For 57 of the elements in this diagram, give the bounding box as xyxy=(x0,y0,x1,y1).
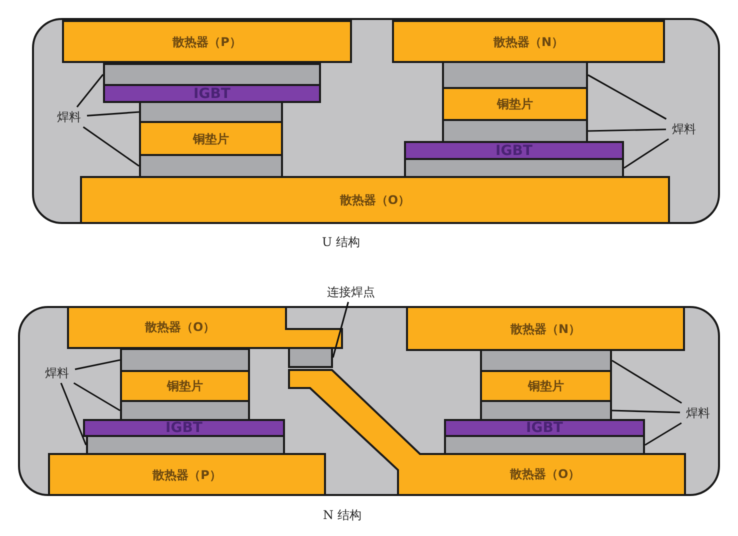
solder-layer xyxy=(139,154,283,178)
solder-layer xyxy=(442,61,588,89)
copper-spacer xyxy=(442,87,588,121)
leader-line xyxy=(73,382,120,412)
heatsink-plate xyxy=(67,306,343,349)
solder-layer xyxy=(444,435,645,455)
module-housing xyxy=(18,306,720,496)
copper-spacer xyxy=(120,370,250,402)
callout-label: 焊料 xyxy=(681,404,715,422)
leader-line xyxy=(60,382,87,446)
callout-label: 焊料 xyxy=(40,364,74,382)
solder-layer xyxy=(120,400,250,421)
leader-line xyxy=(588,128,666,132)
leader-line xyxy=(644,422,682,446)
spacer-label: 铜垫片 xyxy=(528,380,564,392)
leader-line xyxy=(86,111,140,117)
module-housing xyxy=(32,18,720,224)
copper-spacer xyxy=(480,370,612,402)
callout-label: 连接焊点 xyxy=(321,283,381,301)
heatsink-plate xyxy=(288,369,686,496)
heatsink-label: 散热器（N） xyxy=(510,322,581,334)
igbt-chip xyxy=(103,84,321,103)
leader-line xyxy=(74,359,120,370)
solder-layer xyxy=(139,101,283,123)
leader-line xyxy=(82,126,140,167)
leader-line xyxy=(624,138,670,169)
spacer-label: 铜垫片 xyxy=(497,98,533,110)
heatsink-plate xyxy=(80,176,670,224)
heatsink-plate xyxy=(62,20,352,63)
solder-layer xyxy=(86,435,285,455)
solder-layer xyxy=(120,348,250,372)
heatsink-plate xyxy=(392,20,665,63)
solder-layer xyxy=(404,158,624,178)
leader-line xyxy=(612,360,682,404)
leader-line xyxy=(612,410,680,414)
solder-layer xyxy=(288,347,333,368)
heatsink-label: 散热器（P） xyxy=(152,468,222,480)
heatsink-label: 散热器（P） xyxy=(172,36,242,48)
solder-layer xyxy=(480,400,612,421)
heatsink-label: 散热器（N） xyxy=(493,36,564,48)
heatsink-plate xyxy=(48,453,326,496)
solder-layer xyxy=(103,63,321,86)
spacer-label: 铜垫片 xyxy=(167,380,203,392)
spacer-label: 铜垫片 xyxy=(193,132,229,144)
callout-label: 焊料 xyxy=(667,120,701,138)
figure-caption: N 结构 xyxy=(323,509,362,521)
copper-spacer xyxy=(139,121,283,156)
heatsink-label: 散热器（O） xyxy=(510,468,580,480)
heatsink-label: 散热器（O） xyxy=(340,194,410,206)
solder-layer xyxy=(442,119,588,143)
figure-caption: U 结构 xyxy=(322,236,360,248)
heatsink-plate xyxy=(406,306,685,351)
leader-line xyxy=(76,74,104,108)
solder-layer xyxy=(480,349,612,372)
callout-label: 焊料 xyxy=(52,108,86,126)
heatsink-label: 散热器（O） xyxy=(145,321,216,333)
leader-line xyxy=(588,74,667,120)
